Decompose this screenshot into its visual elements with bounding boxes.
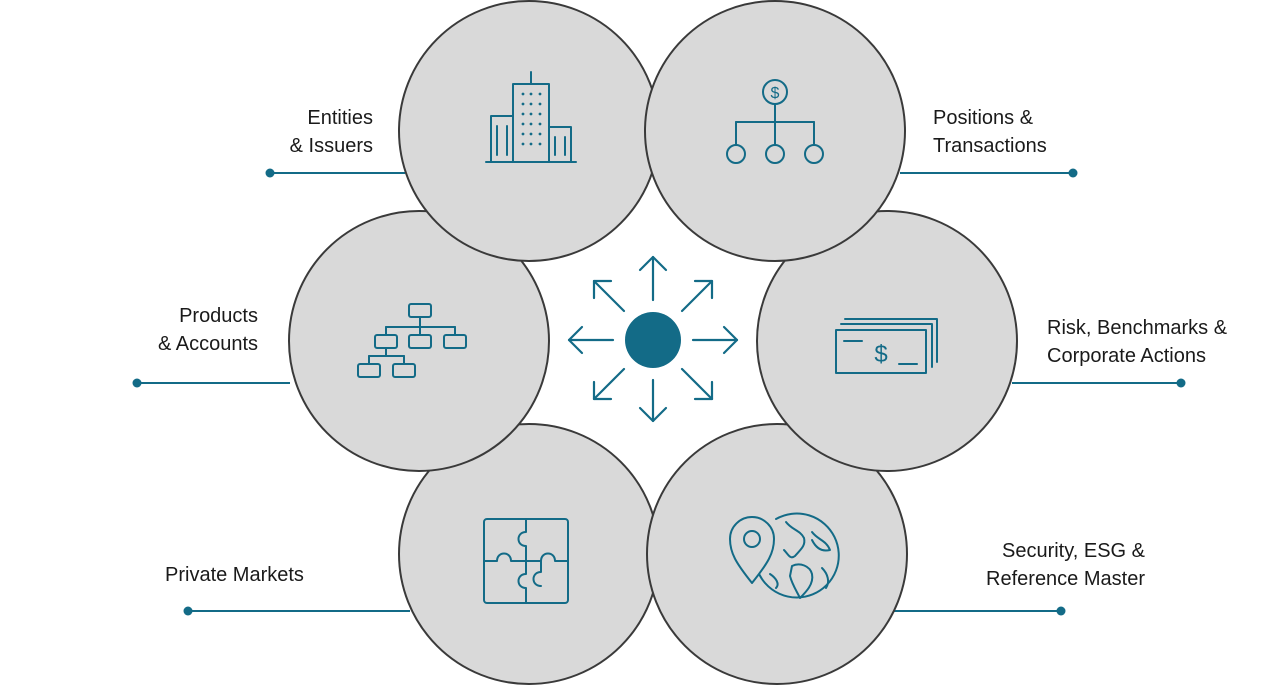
puzzle-icon: [483, 518, 569, 604]
connector-lines: [132, 168, 1186, 616]
arrows-outward-icon: [567, 255, 739, 423]
hub-circle: [625, 312, 681, 368]
cash-stack-icon: $: [835, 318, 938, 374]
connector-risk: [1012, 378, 1186, 388]
svg-text:$: $: [771, 85, 780, 102]
label-security: Security, ESG & Reference Master: [986, 540, 1145, 590]
connector-private: [183, 606, 410, 616]
buildings-icon: [485, 71, 577, 163]
label-risk: Risk, Benchmarks & Corporate Actions: [1047, 317, 1228, 367]
label-positions: Positions & Transactions: [933, 107, 1047, 157]
label-entities: Entities & Issuers: [289, 107, 373, 157]
connector-products: [132, 378, 290, 388]
globe-pin-icon: [729, 512, 840, 599]
node-circle-products: [288, 210, 550, 472]
connector-entities: [265, 168, 405, 178]
connector-positions: [900, 168, 1078, 178]
label-products: Products & Accounts: [157, 305, 258, 355]
svg-text:$: $: [874, 341, 887, 368]
hub: [567, 255, 739, 423]
dollar-hierarchy-icon: $: [726, 79, 824, 164]
node-circle-entities: [398, 0, 660, 262]
org-chart-icon: [357, 303, 467, 378]
node-circles: [288, 0, 1018, 685]
node-circle-security: [646, 423, 908, 685]
connector-security: [893, 606, 1066, 616]
label-private: Private Markets: [165, 564, 304, 586]
